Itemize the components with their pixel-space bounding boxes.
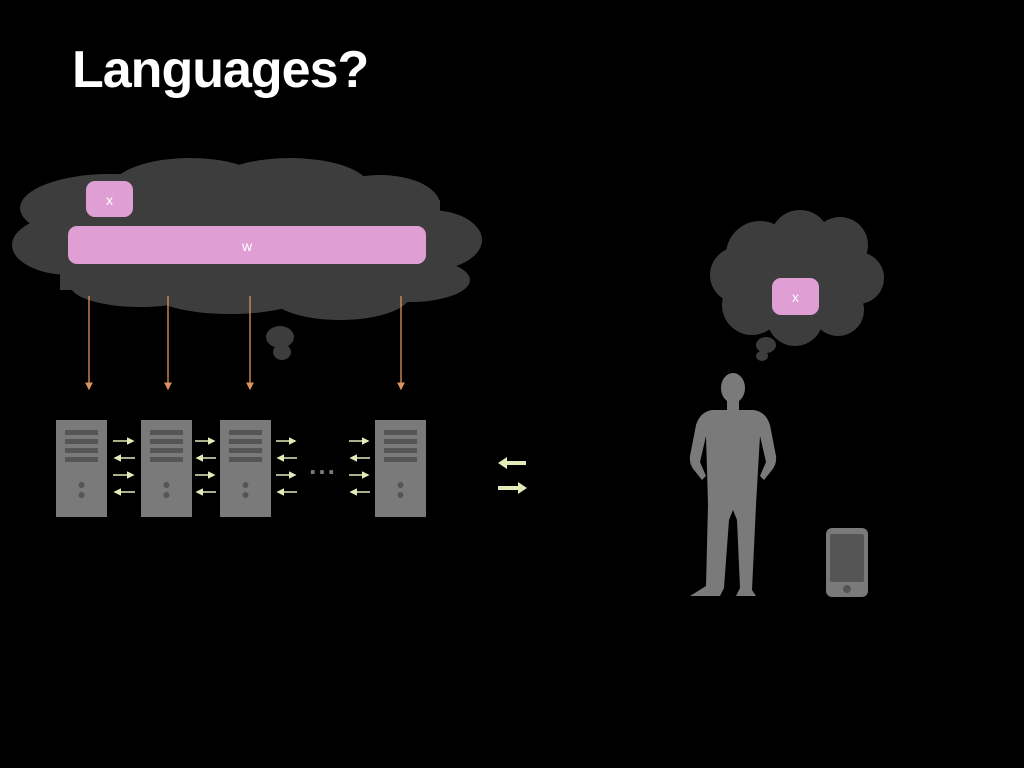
inter-server-arrows xyxy=(113,437,370,496)
label-x-person: x xyxy=(792,289,799,305)
server-icon xyxy=(220,420,271,517)
left-arrow-icon xyxy=(498,457,526,469)
ellipsis: ... xyxy=(309,450,337,480)
server-chain: ... xyxy=(56,420,426,517)
server-icon xyxy=(375,420,426,517)
label-box-x-servers: x xyxy=(86,181,133,217)
slide-title: Languages? xyxy=(72,41,369,99)
server-icon xyxy=(56,420,107,517)
label-box-x-person: x xyxy=(772,278,819,315)
right-arrow-icon xyxy=(498,482,527,494)
label-w: w xyxy=(241,238,253,254)
label-x-servers: x xyxy=(106,192,113,208)
smartphone-icon xyxy=(826,528,868,597)
label-box-w: w xyxy=(68,226,426,264)
down-arrows xyxy=(85,296,405,391)
server-icon xyxy=(141,420,192,517)
person-silhouette xyxy=(689,373,777,596)
exchange-arrows xyxy=(498,457,527,494)
